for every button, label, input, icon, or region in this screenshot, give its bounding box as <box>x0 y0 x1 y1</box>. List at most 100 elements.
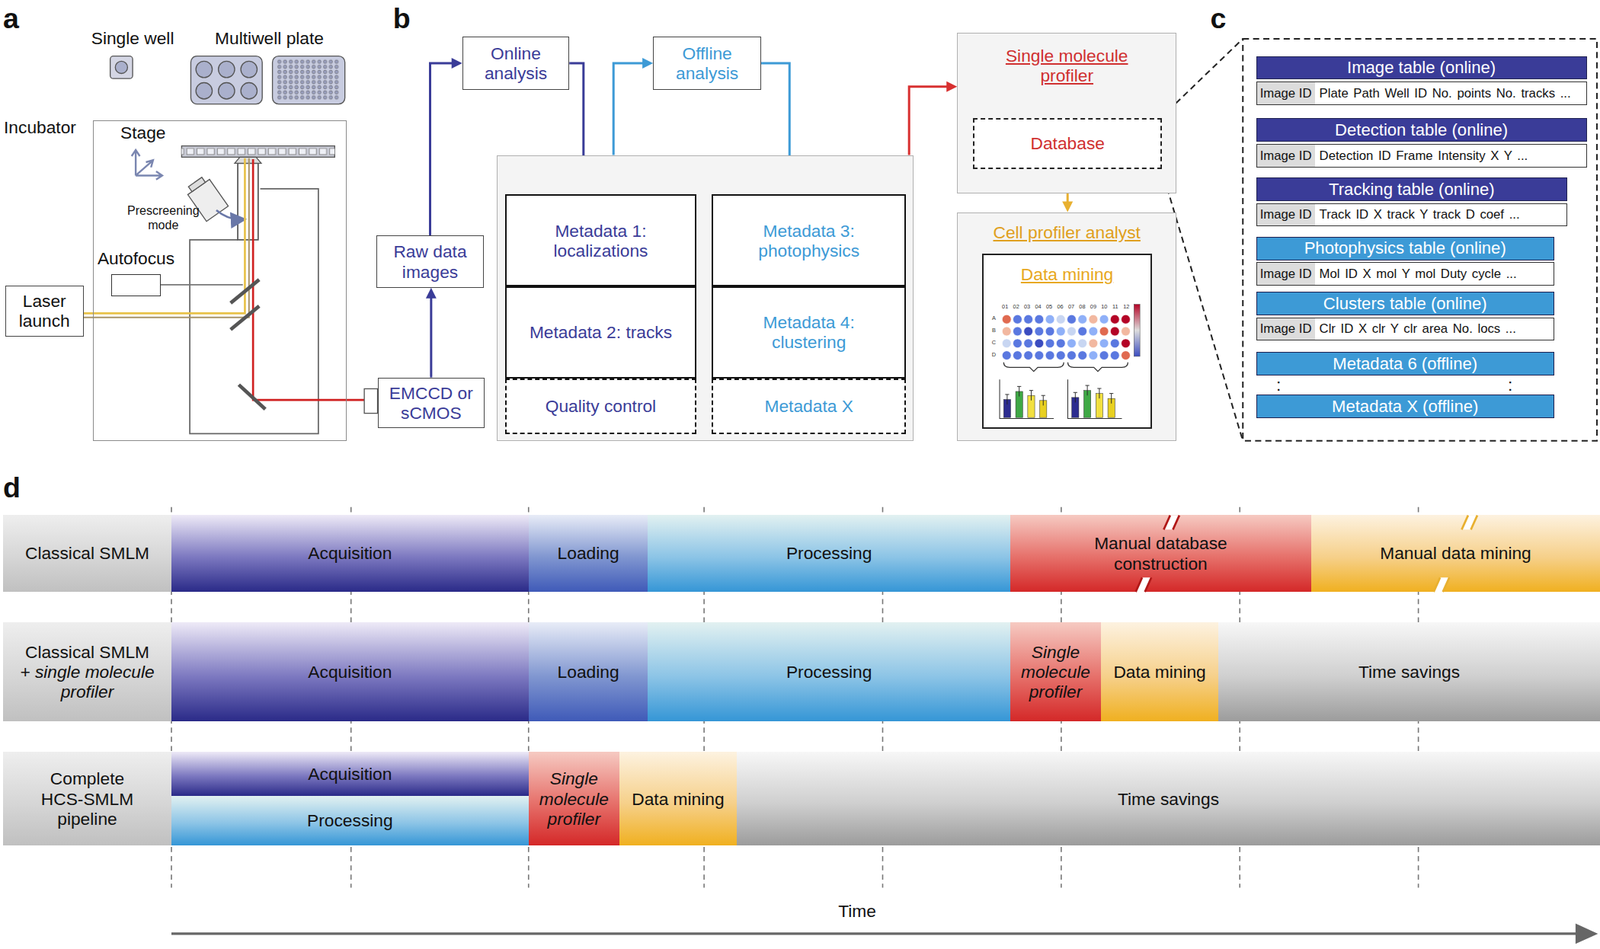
node-text: Classical SMLM <box>25 543 150 564</box>
well-icons <box>110 56 346 105</box>
node-text: Detection table (online) <box>1256 118 1588 142</box>
drawing-stroke <box>1121 326 1131 336</box>
arrowhead <box>642 57 653 69</box>
label: 06 <box>1056 304 1063 311</box>
drawing-stroke <box>1024 314 1034 324</box>
label: Time <box>838 901 877 922</box>
drawing-stroke <box>1121 339 1131 349</box>
node-text: Plate Path Well ID No. points No. tracks… <box>1315 86 1572 101</box>
data-table: Image table (online)Image IDPlate Path W… <box>1256 56 1588 106</box>
node-text: Laser launch <box>9 291 80 331</box>
profiler-panel: Single molecule profilerDatabase <box>956 32 1177 195</box>
node-text: Mol ID X mol Y mol Duty cycle ... <box>1315 266 1517 282</box>
timeline-bar: Manual data mining <box>1311 515 1600 592</box>
drawing-stroke <box>1085 385 1090 396</box>
drawing-stroke <box>1100 351 1110 361</box>
metadata-box: Metadata 2: tracks <box>505 286 698 379</box>
timeline-bar: Single molecule profiler <box>528 752 620 846</box>
microscope-drawing <box>237 163 259 240</box>
node-text: Manual database construction <box>1074 533 1248 573</box>
drawing-stroke <box>1004 362 1129 372</box>
camera-box: EMCCD or sCMOS <box>377 377 486 429</box>
zoom-frame <box>1161 38 1597 442</box>
drawing-stroke <box>1002 339 1012 349</box>
label: 10 <box>1100 304 1108 311</box>
connector <box>425 288 437 378</box>
label: Multiwell plate <box>214 27 324 48</box>
label: 07 <box>1068 304 1075 311</box>
break-mark <box>1461 515 1477 531</box>
timeline-bar: Data mining <box>619 752 737 846</box>
drawing-stroke <box>1017 387 1021 397</box>
label: 09 <box>1090 304 1097 311</box>
metadata-box: Metadata 3: photophysics <box>711 194 906 287</box>
drawing-stroke <box>1034 314 1044 324</box>
well-icons <box>272 56 346 105</box>
metadata-box: Metadata X <box>711 378 906 436</box>
node-text: Processing <box>786 662 873 682</box>
node-text: Processing <box>786 543 873 564</box>
drawing-stroke <box>1024 339 1034 349</box>
break-mark <box>1163 515 1179 531</box>
node-text: Complete HCS-SMLM pipeline <box>36 768 139 829</box>
well-icons <box>218 83 235 100</box>
laser-box: Laser launch <box>5 285 84 337</box>
well-icons <box>276 59 340 101</box>
node-text: EMCCD or sCMOS <box>382 383 481 423</box>
drawing-stroke <box>1029 390 1034 401</box>
timeline-bar: Single molecule profiler <box>1010 622 1101 722</box>
drawing-stroke <box>1005 394 1010 405</box>
drawing-stroke <box>1088 351 1098 361</box>
label: b <box>393 2 411 36</box>
node-text: Image table (online) <box>1256 56 1588 80</box>
well-icons <box>240 83 257 100</box>
timeline-bar: Loading <box>528 515 649 592</box>
node-text: Metadata X (offline) <box>1256 394 1555 419</box>
label: 05 <box>1046 304 1053 311</box>
drawing-stroke <box>1110 326 1120 336</box>
drawing-stroke <box>1067 339 1077 349</box>
node-text: Time savings <box>1358 662 1460 682</box>
drawing-stroke <box>1056 339 1066 349</box>
node-text: Tracking table (online) <box>1256 177 1568 202</box>
well-icons <box>195 60 212 77</box>
node-text: Manual data mining <box>1379 543 1532 564</box>
microscope-drawing <box>131 150 163 180</box>
break-mark <box>1433 515 1478 592</box>
node-text: Image ID <box>1257 204 1316 227</box>
label: Prescreening mode <box>117 203 210 232</box>
drawing-stroke <box>1046 326 1056 336</box>
data-table: Detection table (online)Image IDDetectio… <box>1256 118 1588 167</box>
autofocus-box: Autofocus <box>111 274 162 297</box>
metadata-box: Metadata 4: clustering <box>711 286 906 379</box>
data-table: Metadata X (offline) <box>1256 394 1555 419</box>
timeline-bar: Processing <box>647 622 1010 722</box>
well-icons <box>110 56 133 79</box>
node-text: Detection ID Frame Intensity X Y ... <box>1315 148 1529 164</box>
node-text: Track ID X track Y track D coef ... <box>1315 207 1520 222</box>
connector-line <box>613 63 644 156</box>
node-text: Raw data images <box>380 241 480 282</box>
drawing-stroke <box>1056 326 1066 336</box>
drawing-stroke <box>1109 393 1114 404</box>
microscope-drawing <box>160 284 243 286</box>
microscope-drawing <box>188 177 205 192</box>
node-text: Data mining <box>631 789 724 810</box>
metadata-box: Quality control <box>505 378 698 436</box>
timeline-bar: Acquisition <box>171 622 529 722</box>
node-text: Loading <box>557 662 620 682</box>
break-mark <box>1433 577 1450 592</box>
connector <box>908 81 957 156</box>
well-icons <box>218 60 235 77</box>
label: Stage <box>120 122 166 143</box>
node-text: Metadata 2: tracks <box>529 322 672 343</box>
timeline-bar: Acquisition <box>171 752 529 797</box>
drawing-stroke <box>1078 351 1088 361</box>
connector-line <box>908 86 948 156</box>
microscope-drawing <box>216 210 244 220</box>
time-grid <box>171 932 1578 935</box>
node-text: Image ID <box>1257 262 1316 285</box>
drawing-stroke <box>1121 314 1131 324</box>
drawing-stroke <box>999 379 1054 419</box>
timeline-bar: Processing <box>647 515 1010 592</box>
